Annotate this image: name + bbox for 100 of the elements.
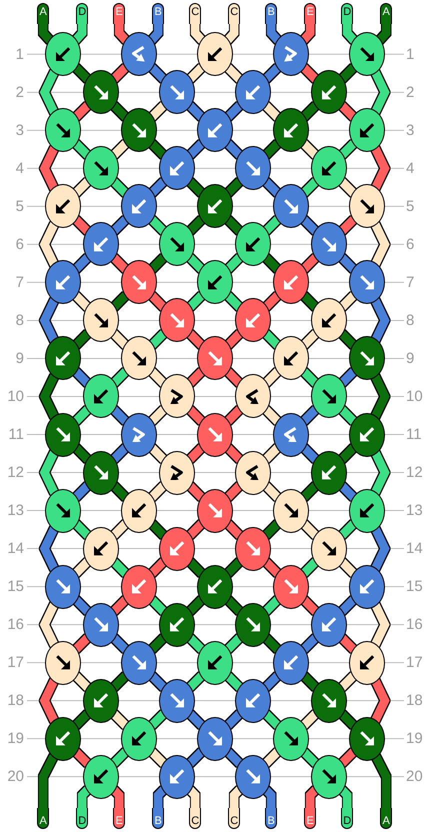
thread-strand (338, 444, 357, 463)
thread-strand (224, 216, 243, 234)
thread-strand (224, 558, 243, 577)
thread-strand (110, 672, 129, 691)
thread-strand (262, 634, 281, 653)
thread-strand (148, 24, 162, 44)
row-number: 14 (7, 540, 24, 558)
thread-strand (224, 330, 243, 349)
thread-strand (186, 216, 205, 234)
thread-strand (300, 406, 319, 425)
knot-oval (348, 184, 385, 228)
row-number: 10 (7, 388, 24, 405)
thread-strand (300, 216, 319, 234)
thread-strand (72, 24, 86, 44)
thread-strand (148, 254, 167, 273)
thread-strand (300, 672, 319, 691)
thread-strand (300, 330, 319, 349)
thread-strand (262, 748, 281, 767)
thread-strand (40, 374, 58, 419)
thread-strand (224, 444, 243, 463)
thread-strand (300, 710, 319, 729)
thread-end: D (76, 808, 88, 829)
thread-strand (148, 596, 167, 615)
thread-strand (110, 254, 129, 273)
thread-strand (186, 672, 205, 691)
thread-strand (72, 330, 91, 349)
thread-strand (186, 520, 205, 539)
thread-end: C (228, 3, 240, 24)
thread-strand (224, 672, 243, 691)
thread-strand (72, 292, 91, 311)
thread-strand (338, 596, 357, 615)
thread-strand (186, 292, 205, 311)
knot-oval (348, 108, 385, 152)
thread-strand (40, 602, 58, 647)
thread-strand (342, 24, 358, 44)
thread-strand (371, 146, 390, 191)
thread-strand (148, 406, 167, 425)
row-number: 13 (7, 502, 24, 520)
thread-strand (110, 216, 129, 234)
thread-strand (72, 558, 91, 577)
thread-end: C (189, 808, 202, 829)
thread-strand (371, 602, 390, 647)
knot-oval (348, 488, 385, 533)
thread-strand (300, 520, 319, 539)
thread-end: B (152, 3, 164, 24)
thread-strand (224, 292, 243, 311)
thread-strand (224, 254, 243, 273)
row-number: 19 (7, 730, 24, 748)
thread-strand (148, 140, 167, 158)
thread-strand (186, 330, 205, 349)
thread-strand (72, 634, 91, 653)
thread-strand (148, 634, 167, 653)
thread-strand (262, 444, 281, 463)
thread-strand (338, 216, 357, 234)
thread-strand (230, 786, 243, 808)
thread-strand (38, 754, 58, 808)
thread-strand (186, 444, 205, 463)
row-number: 20 (406, 768, 423, 786)
thread-strand (262, 178, 281, 196)
thread-end: D (341, 3, 354, 24)
thread-strand (262, 292, 281, 311)
row-number: 2 (16, 84, 24, 101)
thread-strand (338, 786, 352, 808)
thread-strand (224, 634, 243, 653)
thread-strand (371, 678, 390, 723)
knot-oval (44, 336, 81, 380)
thread-strand (338, 330, 357, 349)
thread-strand (186, 634, 205, 653)
thread-strand (266, 24, 282, 44)
thread-strand (110, 748, 129, 767)
thread-end: E (113, 3, 126, 24)
thread-end: A (380, 3, 392, 24)
row-number: 9 (16, 350, 24, 367)
thread-strand (114, 24, 130, 44)
thread-strand (224, 140, 243, 158)
thread-strand (224, 368, 243, 387)
thread-strand (186, 786, 200, 808)
thread-strand (72, 102, 91, 120)
thread-strand (110, 330, 129, 349)
row-number: 11 (8, 426, 24, 443)
thread-strand (338, 102, 357, 120)
thread-strand (300, 634, 319, 653)
thread-strand (110, 140, 129, 158)
row-number: 10 (406, 388, 423, 405)
thread-strand (72, 406, 91, 425)
thread-strand (148, 520, 167, 539)
thread-strand (300, 482, 319, 501)
thread-end: C (189, 3, 202, 24)
thread-strand (338, 64, 357, 82)
thread-strand (72, 596, 91, 615)
thread-strand (262, 558, 281, 577)
thread-strand (262, 596, 281, 615)
row-number: 4 (406, 160, 414, 177)
thread-strand (300, 64, 319, 82)
thread-end: E (304, 3, 316, 24)
thread-strand (148, 672, 167, 691)
thread-strand (72, 368, 91, 387)
thread-end: E (304, 808, 316, 829)
thread-strand (224, 102, 243, 120)
knot-oval (44, 412, 81, 456)
